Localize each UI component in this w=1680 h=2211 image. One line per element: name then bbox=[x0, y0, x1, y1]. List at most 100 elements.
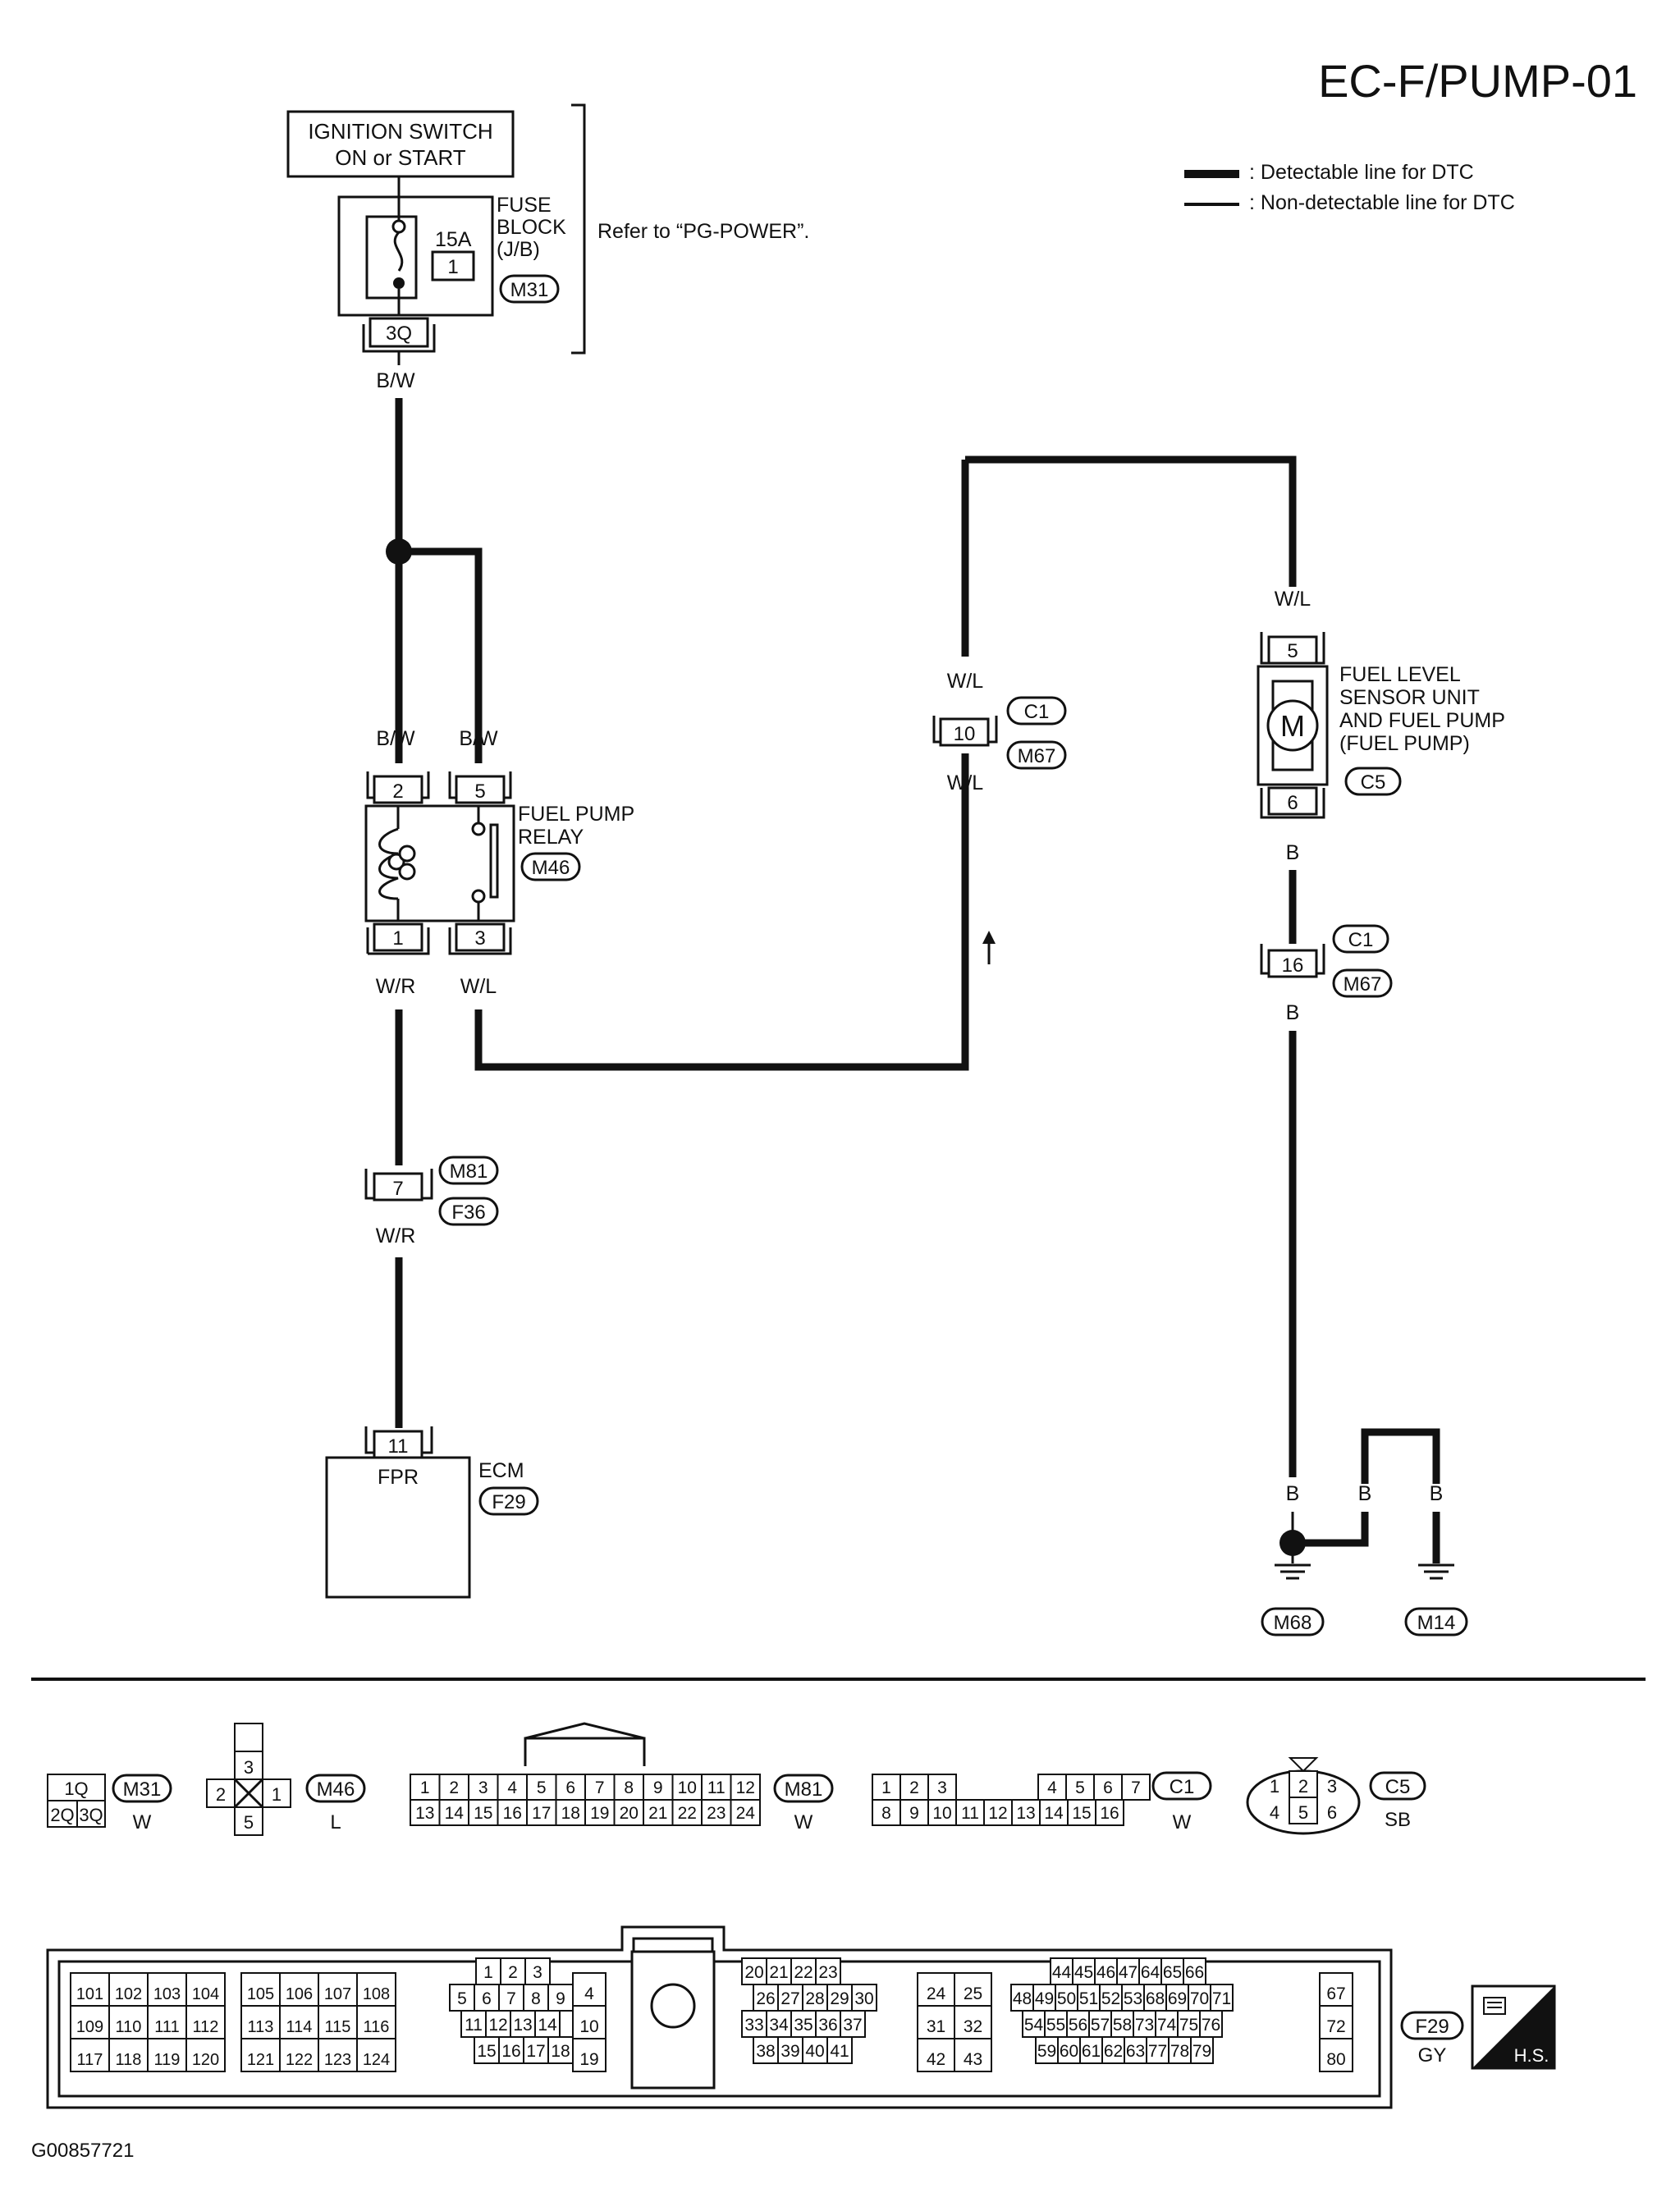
f29-pin-108: 108 bbox=[363, 1985, 390, 2003]
f29-pin-16: 16 bbox=[501, 2042, 520, 2061]
f29-pin-76: 76 bbox=[1202, 2016, 1220, 2035]
c1-pin-3: 3 bbox=[937, 1778, 947, 1797]
f29-pin-102: 102 bbox=[115, 1985, 142, 2003]
joint-m67-label-a: M67 bbox=[1018, 745, 1056, 767]
f29-cell-117 bbox=[70, 2038, 110, 2072]
wire-label-b-3: B bbox=[1286, 1482, 1300, 1505]
harness-side-icon: H.S. bbox=[1471, 1984, 1556, 2070]
f29-pin-77: 77 bbox=[1148, 2042, 1167, 2061]
ecm-terminal-name: FPR bbox=[378, 1466, 419, 1489]
ignition-line2: ON or START bbox=[335, 145, 466, 170]
c1-cell-13 bbox=[1011, 1799, 1041, 1826]
ground-m68-label: M68 bbox=[1274, 1612, 1312, 1634]
m81-pin-6: 6 bbox=[565, 1778, 575, 1797]
f29-cell-15 bbox=[474, 2036, 500, 2064]
f29-cell-63 bbox=[1124, 2036, 1147, 2064]
f29-cell-41 bbox=[826, 2036, 853, 2064]
wire-label-wr-1: W/R bbox=[376, 975, 416, 998]
f29-pin-71: 71 bbox=[1212, 1989, 1231, 2008]
m81-cell-18 bbox=[555, 1799, 586, 1826]
c1-cell-15 bbox=[1067, 1799, 1096, 1826]
fuel-pump-pin-bottom: 6 bbox=[1287, 792, 1298, 814]
f29-cell-10 bbox=[572, 2005, 607, 2039]
m81-pin-5: 5 bbox=[537, 1778, 547, 1797]
f29-pin-45: 45 bbox=[1074, 1963, 1093, 1982]
f29-pin-117: 117 bbox=[77, 2051, 103, 2069]
m81-pin-12: 12 bbox=[736, 1778, 755, 1797]
joint-c1-pin-16: 16 bbox=[1282, 954, 1304, 977]
f29-cell-62 bbox=[1101, 2036, 1125, 2064]
m81-pin-9: 9 bbox=[653, 1778, 663, 1797]
f29-color: GY bbox=[1418, 2044, 1447, 2067]
fuel-pump: 5 M 6 FUEL LEVEL SENSOR UNIT AND FUEL PU… bbox=[1257, 632, 1505, 819]
f29-cell-30 bbox=[851, 1984, 877, 2012]
f29-cell-39 bbox=[777, 2036, 803, 2064]
c5-pin-4: 4 bbox=[1270, 1802, 1279, 1823]
f29-cell-120 bbox=[185, 2038, 226, 2072]
f29-cell-80 bbox=[1319, 2038, 1353, 2072]
fuel-pump-pin-top: 5 bbox=[1287, 640, 1298, 662]
c1-cell-3 bbox=[927, 1774, 957, 1801]
f29-pin-39: 39 bbox=[780, 2042, 799, 2061]
m81-pin-10: 10 bbox=[678, 1778, 697, 1797]
f29-cell-73 bbox=[1133, 2010, 1156, 2038]
f29-pin-122: 122 bbox=[286, 2051, 313, 2069]
f29-cell-109 bbox=[70, 2005, 110, 2039]
f29-pin-106: 106 bbox=[286, 1985, 313, 2003]
m81-pin-13: 13 bbox=[415, 1804, 434, 1823]
f29-pin-41: 41 bbox=[830, 2042, 849, 2061]
c1-cell-16 bbox=[1095, 1799, 1124, 1826]
c1-pin-10: 10 bbox=[932, 1804, 951, 1823]
m46-pin-1: 1 bbox=[272, 1784, 282, 1805]
f29-cell-50 bbox=[1055, 1984, 1078, 2012]
joint-c1-m67-a: 10 C1 M67 bbox=[932, 696, 1067, 770]
fuse-rating: 15A bbox=[435, 228, 472, 251]
c1-pin-8: 8 bbox=[881, 1804, 891, 1823]
connector-view-m46: 3 2 1 5 M46 L bbox=[206, 1723, 366, 1836]
f29-pin-34: 34 bbox=[769, 2016, 789, 2035]
m81-pin-2: 2 bbox=[449, 1778, 459, 1797]
m81-pin-4: 4 bbox=[507, 1778, 517, 1797]
c1-cell-5 bbox=[1065, 1774, 1095, 1801]
f29-pin-119: 119 bbox=[154, 2051, 181, 2069]
f29-pin-103: 103 bbox=[153, 1985, 181, 2003]
relay-pin-1: 1 bbox=[392, 927, 403, 950]
f29-pin-42: 42 bbox=[927, 2050, 945, 2069]
m81-cell-10 bbox=[671, 1774, 703, 1801]
m81-pin-21: 21 bbox=[648, 1804, 667, 1823]
f29-cell-23 bbox=[815, 1957, 841, 1985]
f29-pin-101: 101 bbox=[76, 1985, 103, 2003]
f29-cell-75 bbox=[1177, 2010, 1201, 2038]
m31-cell-3q: 3Q bbox=[79, 1805, 103, 1825]
f29-cell-110 bbox=[108, 2005, 149, 2039]
m81-cell-19 bbox=[584, 1799, 616, 1826]
m31-id: M31 bbox=[123, 1778, 162, 1801]
m81-color: W bbox=[794, 1811, 813, 1833]
f29-cell-28 bbox=[802, 1984, 828, 2012]
f29-pin-57: 57 bbox=[1091, 2016, 1110, 2035]
f29-pin-33: 33 bbox=[744, 2016, 763, 2035]
f29-pin-6: 6 bbox=[482, 1989, 492, 2008]
joint-c1-pin-10: 10 bbox=[954, 723, 976, 745]
relay-pin-2: 2 bbox=[392, 780, 403, 803]
f29-pin-10: 10 bbox=[579, 2017, 598, 2036]
f29-pin-65: 65 bbox=[1163, 1963, 1182, 1982]
f29-pin-15: 15 bbox=[477, 2042, 496, 2061]
m46-pin-2: 2 bbox=[216, 1784, 226, 1805]
c1-pin-2: 2 bbox=[909, 1778, 919, 1797]
f29-pin-37: 37 bbox=[843, 2016, 862, 2035]
f29-pin-67: 67 bbox=[1326, 1984, 1345, 2003]
c1-pin-13: 13 bbox=[1016, 1804, 1035, 1823]
m81-pin-19: 19 bbox=[590, 1804, 609, 1823]
ignition-switch: IGNITION SWITCH ON or START bbox=[286, 110, 515, 178]
f29-cell-122 bbox=[279, 2038, 319, 2072]
ecm-pin: 11 bbox=[388, 1435, 409, 1458]
f29-pin-43: 43 bbox=[964, 2050, 982, 2069]
f29-cell-108 bbox=[356, 1972, 396, 2007]
f29-pin-18: 18 bbox=[551, 2042, 570, 2061]
fuel-pump-connector: C5 bbox=[1361, 771, 1386, 794]
f29-cell-19 bbox=[572, 2038, 607, 2072]
fuel-pump-relay: 2 5 FUEL PUMP RELAY M46 1 3 bbox=[364, 771, 634, 955]
